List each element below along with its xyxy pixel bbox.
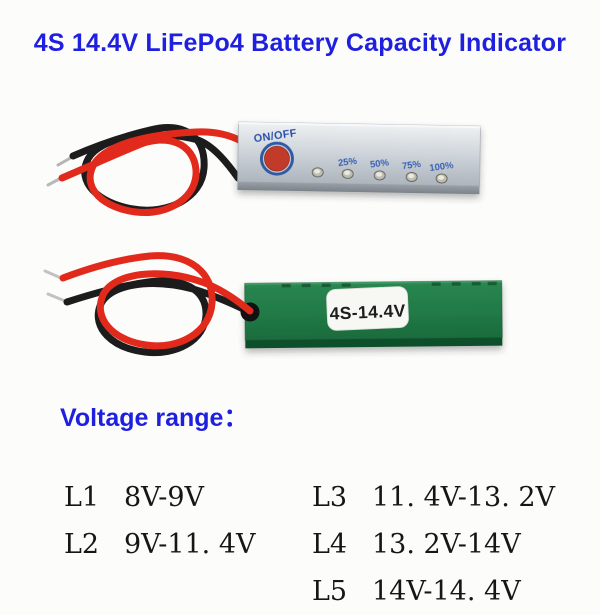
power-button-label: ON/OFF — [253, 127, 298, 145]
red-wire-tip — [43, 269, 63, 280]
voltage-row-label: L1 — [64, 482, 100, 513]
red-wire — [59, 252, 254, 350]
model-sticker: 4S-14.4V — [326, 286, 409, 331]
voltage-row-l5: L5 14V-14. 4V — [312, 568, 555, 615]
led-dot-3-highlight — [376, 172, 383, 177]
led-dot-4-highlight — [408, 173, 415, 179]
led-dot-1-highlight — [314, 169, 321, 174]
product-listing-image: 4S 14.4V LiFePo4 Battery Capacity Indica… — [33, 29, 600, 607]
voltage-row-l2: L2 9V-11. 4V — [64, 521, 256, 568]
voltage-row-label: L4 — [312, 529, 348, 560]
voltage-row-value: 8V-9V — [124, 482, 204, 513]
led-label-75: 75% — [401, 159, 422, 172]
led-label-25: 25% — [337, 156, 358, 169]
led-label-100: 100% — [429, 160, 455, 174]
black-wire — [63, 277, 255, 357]
pcb-solder-pads — [281, 281, 497, 288]
voltage-column-right: L3 11. 4V-13. 2V L4 13. 2V-14V L5 14V-14… — [312, 474, 555, 615]
indicator-back-photo: 4S-14.4V — [43, 252, 503, 357]
led-dots — [311, 167, 448, 184]
power-button — [264, 145, 290, 172]
model-sticker-text: 4S-14.4V — [329, 300, 406, 323]
front-pcb-board: ON/OFF 25% 50% 75% 100% — [237, 121, 481, 195]
voltage-row-label: L2 — [64, 529, 100, 560]
voltage-row-label: L3 — [312, 482, 348, 513]
indicator-front-photo: ON/OFF 25% 50% 75% 100% — [46, 121, 481, 216]
led-dot-5-highlight — [438, 175, 445, 180]
voltage-row-value: 13. 2V-14V — [372, 529, 521, 560]
voltage-column-left: L1 8V-9V L2 9V-11. 4V — [64, 474, 256, 568]
voltage-range-heading: Voltage range： — [60, 404, 249, 432]
voltage-section: Voltage range： L1 8V-9V L2 9V-11. 4V L3 … — [60, 398, 600, 607]
red-wire — [58, 128, 245, 216]
voltage-row-l3: L3 11. 4V-13. 2V — [312, 474, 555, 521]
led-dot-2-highlight — [344, 170, 351, 176]
black-wire-tip — [46, 292, 67, 303]
voltage-row-label: L5 — [312, 576, 348, 607]
page-title: 4S 14.4V LiFePo4 Battery Capacity Indica… — [33, 29, 567, 57]
voltage-row-value: 11. 4V-13. 2V — [372, 482, 556, 513]
voltage-row-l4: L4 13. 2V-14V — [312, 521, 555, 568]
voltage-row-l1: L1 8V-9V — [64, 474, 256, 521]
voltage-row-value: 14V-14. 4V — [372, 576, 521, 607]
led-label-50: 50% — [369, 157, 390, 170]
voltage-row-value: 9V-11. 4V — [124, 529, 256, 560]
